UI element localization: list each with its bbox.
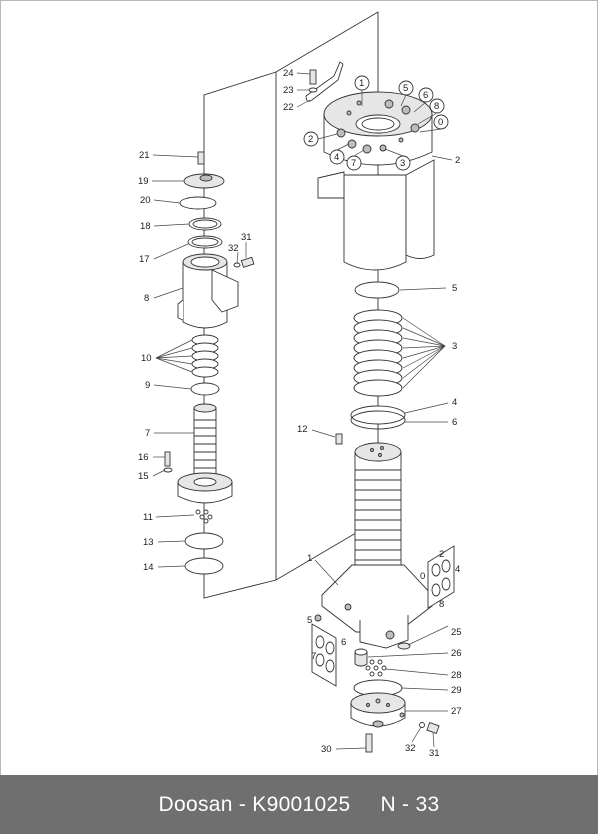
callout-labels: 21 19 20 18 17 8 10 9 7 16 15 11 13 14 3…	[138, 68, 462, 759]
callout-circle-1: 1	[359, 78, 364, 89]
callout-17: 17	[139, 254, 150, 265]
mid-right-assembly	[311, 281, 449, 649]
part-4-ring	[350, 405, 406, 425]
callout-19: 19	[138, 176, 149, 187]
callout-32: 32	[228, 243, 239, 254]
part-23-washer	[308, 87, 318, 93]
callout-circle-7: 7	[351, 158, 356, 169]
part-20-ring	[179, 196, 217, 210]
callout-gasket-4: 4	[455, 564, 460, 575]
part-13-ring	[184, 532, 224, 550]
callout-5: 5	[452, 283, 457, 294]
callout-gasket-0: 0	[420, 571, 425, 582]
callout-8: 8	[144, 293, 149, 304]
part-2-body	[317, 91, 435, 271]
callout-14: 14	[143, 562, 154, 573]
part-6-ring	[350, 410, 406, 430]
callout-1: 1	[307, 553, 312, 564]
part-31-bolt	[240, 256, 255, 268]
callout-circle-0: 0	[438, 117, 443, 128]
part-16-bolt	[164, 451, 171, 467]
callout-gasket-7: 7	[311, 651, 316, 662]
callout-circle-8: 8	[434, 101, 439, 112]
part-30-bolt	[365, 733, 373, 753]
part-27-cover	[350, 692, 406, 728]
callout-9: 9	[145, 380, 150, 391]
callout-circle-4: 4	[334, 152, 339, 163]
panel-outline-left	[203, 71, 277, 599]
callout-21: 21	[139, 150, 150, 161]
callout-4: 4	[452, 397, 457, 408]
callout-29: 29	[451, 685, 462, 696]
lower-right-assembly	[311, 545, 455, 753]
callout-circle-5: 5	[403, 83, 408, 94]
callout-25: 25	[451, 627, 462, 638]
callout-7: 7	[145, 428, 150, 439]
part-21-bolt	[197, 151, 205, 165]
callout-24: 24	[283, 68, 294, 79]
callout-circle-6: 6	[423, 90, 428, 101]
callout-27: 27	[451, 706, 462, 717]
callout-13: 13	[143, 537, 154, 548]
part-5-ring	[354, 281, 400, 299]
callout-16: 16	[138, 452, 149, 463]
left-assembly	[152, 151, 255, 575]
callout-circle-2: 2	[308, 134, 313, 145]
callout-gasket-6: 6	[341, 637, 346, 648]
callout-2: 2	[455, 155, 460, 166]
part-10-seal-stack	[191, 334, 219, 378]
part-28-orings	[365, 659, 387, 677]
callout-26: 26	[451, 648, 462, 659]
part-31-bolt-lower	[426, 721, 440, 735]
footer-part-number: K9001025	[252, 792, 351, 816]
callout-gasket-8: 8	[439, 599, 444, 610]
part-32-washer	[233, 262, 241, 268]
part-24-bolt	[309, 69, 317, 85]
footer-separator: -	[232, 792, 253, 816]
callout-12: 12	[297, 424, 308, 435]
part-9-ring	[190, 382, 220, 396]
callout-18: 18	[140, 221, 151, 232]
footer-bar: Doosan - K9001025 N - 33	[0, 775, 598, 834]
part-12-pin	[335, 433, 343, 445]
callout-3: 3	[452, 341, 457, 352]
part-19-hub	[199, 174, 213, 182]
callout-11: 11	[143, 512, 153, 523]
footer-brand: Doosan	[158, 792, 233, 816]
callout-15: 15	[138, 471, 149, 482]
part-32-washer-lower	[419, 722, 425, 728]
part-8-housing	[177, 253, 239, 329]
callout-28: 28	[451, 670, 462, 681]
callout-30: 30	[321, 744, 332, 755]
callout-32-lower: 32	[405, 743, 416, 754]
upper-right-assembly	[296, 61, 453, 271]
part-7-shaft	[177, 403, 233, 504]
footer-page-number: N - 33	[380, 792, 440, 816]
callout-20: 20	[140, 195, 151, 206]
part-25-plug	[397, 642, 411, 650]
callout-gasket-2: 2	[439, 549, 444, 560]
part-26-plug	[354, 651, 368, 667]
exploded-view-diagram: 21 19 20 18 17 8 10 9 7 16 15 11 13 14 3…	[138, 11, 462, 759]
part-3-seal-stack	[353, 309, 403, 397]
diagram-frame	[0, 0, 598, 776]
callout-31-lower: 31	[429, 748, 440, 759]
part-14-ring	[184, 557, 224, 575]
gasket-left	[311, 623, 337, 687]
part-1-shaft	[314, 442, 433, 649]
callout-31: 31	[241, 232, 252, 243]
part-15-washer	[163, 467, 173, 473]
gasket-right	[427, 545, 455, 609]
callout-6: 6	[452, 417, 457, 428]
callout-22: 22	[283, 102, 294, 113]
callout-10: 10	[141, 353, 152, 364]
callout-circle-3: 3	[400, 158, 405, 169]
footer-caption: Doosan - K9001025 N - 33	[159, 793, 440, 817]
callout-gasket-5: 5	[307, 615, 312, 626]
part-11-orings	[195, 509, 213, 524]
callout-23: 23	[283, 85, 294, 96]
